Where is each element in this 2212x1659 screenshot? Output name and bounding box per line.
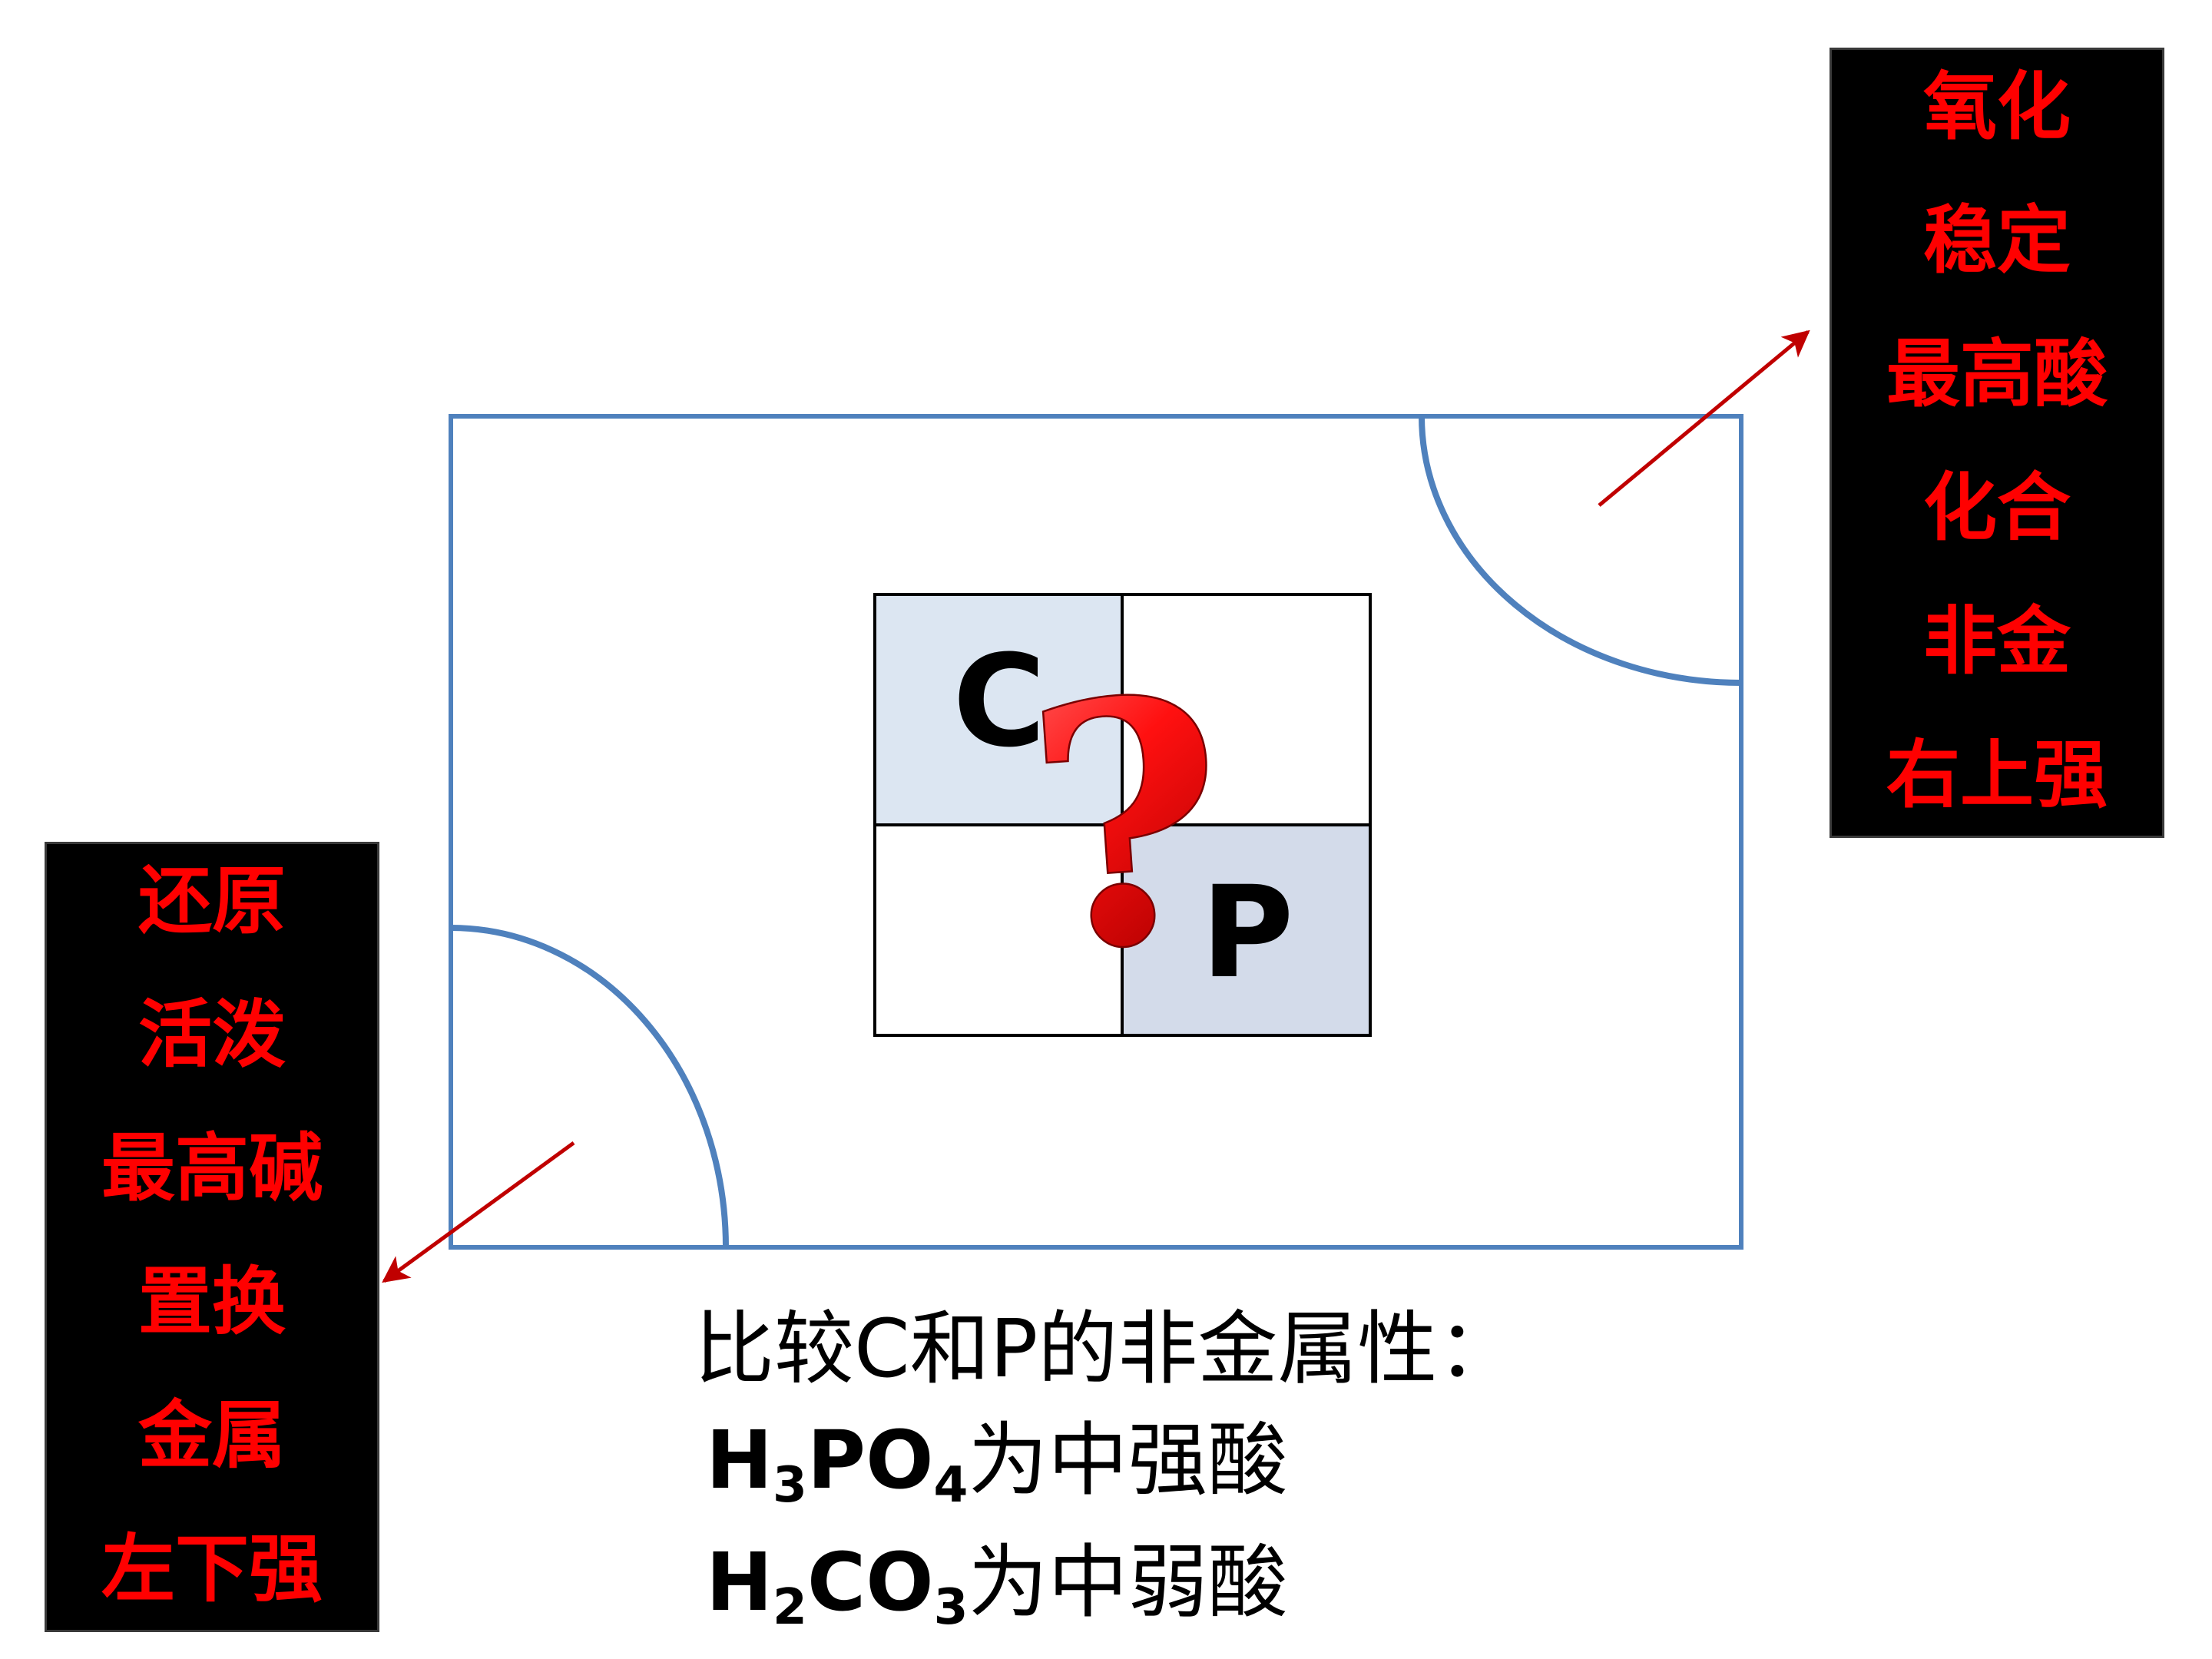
nonmetal-trend-box: 氧化 稳定 最高酸 化合 非金 右上强 bbox=[1830, 48, 2164, 838]
formula-subscript: 3 bbox=[773, 1456, 807, 1515]
question-mark-icon: ? bbox=[1018, 625, 1238, 1025]
upper-right-arrow bbox=[1598, 329, 1810, 507]
formula-subscript: 2 bbox=[773, 1578, 807, 1637]
lower-left-arrow bbox=[382, 1141, 575, 1283]
formula-part: CO bbox=[806, 1535, 934, 1629]
metal-trend-line: 还原 bbox=[138, 858, 286, 944]
formula-part: H bbox=[706, 1413, 773, 1507]
metal-trend-line: 置换 bbox=[138, 1259, 286, 1345]
metal-trend-line: 金属 bbox=[138, 1392, 286, 1479]
metal-trend-line: 左下强 bbox=[101, 1526, 323, 1612]
phosphoric-acid-line: H3PO4为中强酸 bbox=[706, 1420, 1287, 1510]
phosphorus-symbol: P bbox=[1201, 859, 1294, 1006]
question-title: 比较C和P的非金属性： bbox=[694, 1302, 1518, 1396]
formula-subscript: 3 bbox=[933, 1578, 969, 1637]
formula-part: H bbox=[706, 1535, 773, 1629]
nonmetal-trend-line: 右上强 bbox=[1886, 732, 2108, 818]
nonmetal-trend-line: 最高酸 bbox=[1886, 331, 2108, 417]
nonmetal-trend-line: 化合 bbox=[1923, 465, 2071, 551]
metal-trend-box: 还原 活泼 最高碱 置换 金属 左下强 bbox=[45, 842, 379, 1632]
acid-strength-text: 为中弱酸 bbox=[968, 1535, 1288, 1629]
acid-strength-text: 为中强酸 bbox=[968, 1413, 1288, 1507]
cell-phosphorus bbox=[1121, 823, 1372, 1037]
upper-right-region-arc bbox=[1419, 416, 1742, 686]
nonmetal-trend-line: 非金 bbox=[1923, 598, 2071, 684]
lower-left-region-arc bbox=[450, 925, 729, 1248]
metal-trend-line: 活泼 bbox=[138, 992, 286, 1078]
cell-carbon bbox=[873, 593, 1124, 826]
nonmetal-trend-line: 氧化 bbox=[1923, 64, 2071, 150]
formula-part: PO bbox=[806, 1413, 934, 1507]
carbon-symbol: C bbox=[952, 628, 1045, 775]
carbonic-acid-line: H2CO3为中弱酸 bbox=[706, 1542, 1288, 1632]
nonmetal-trend-line: 稳定 bbox=[1923, 197, 2071, 283]
metal-trend-line: 最高碱 bbox=[101, 1125, 323, 1211]
periodic-table-frame bbox=[449, 414, 1743, 1250]
formula-subscript: 4 bbox=[933, 1456, 969, 1515]
